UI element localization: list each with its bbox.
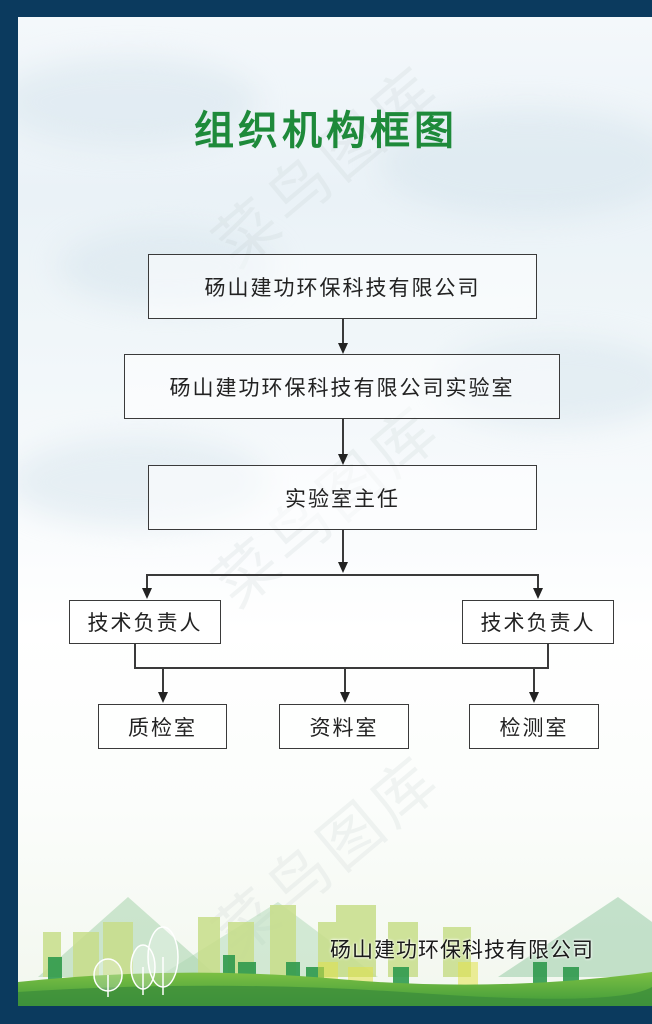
arrow-down-icon — [533, 588, 543, 599]
connector-line — [342, 419, 344, 456]
connector-line — [547, 644, 549, 668]
org-box-technical-lead-left: 技术负责人 — [69, 600, 221, 644]
connector-line — [134, 644, 136, 668]
city-skyline-illustration — [18, 897, 652, 1006]
org-box-lab-director: 实验室主任 — [148, 465, 537, 530]
connector-line — [134, 667, 549, 669]
org-box-testing-room: 检测室 — [469, 704, 599, 749]
connector-line — [342, 319, 344, 345]
connector-line — [146, 574, 539, 576]
org-box-laboratory: 砀山建功环保科技有限公司实验室 — [124, 354, 560, 419]
footer-company-name: 砀山建功环保科技有限公司 — [330, 938, 594, 962]
arrow-down-icon — [340, 692, 350, 703]
page-title: 组织机构框图 — [194, 108, 458, 154]
arrow-down-icon — [338, 343, 348, 354]
org-box-quality-inspection: 质检室 — [98, 704, 227, 749]
org-box-records-room: 资料室 — [279, 704, 409, 749]
connector-line — [537, 574, 539, 590]
connector-line — [533, 667, 535, 693]
connector-line — [344, 667, 346, 693]
connector-line — [146, 574, 148, 590]
arrow-down-icon — [158, 692, 168, 703]
arrow-down-icon — [338, 562, 348, 573]
org-box-company: 砀山建功环保科技有限公司 — [148, 254, 537, 319]
org-box-technical-lead-right: 技术负责人 — [462, 600, 614, 644]
connector-line — [162, 667, 164, 693]
arrow-down-icon — [338, 454, 348, 465]
arrow-down-icon — [142, 588, 152, 599]
arrow-down-icon — [529, 692, 539, 703]
connector-line — [342, 530, 344, 564]
